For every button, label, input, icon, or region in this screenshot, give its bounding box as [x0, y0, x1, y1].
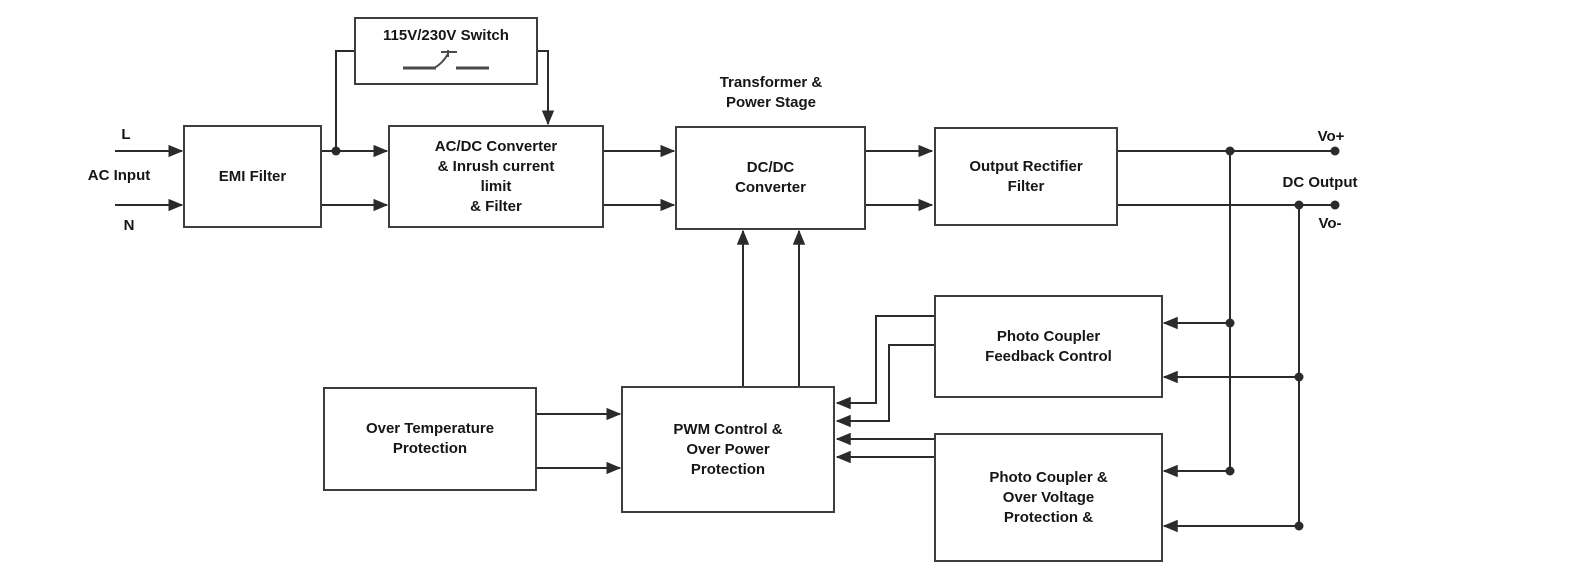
connector-pcfc-pwm-2: [835, 344, 934, 428]
block-label: AC/DC Converter & Inrush current limit &…: [434, 137, 558, 215]
label-vo-plus: Vo+: [1317, 128, 1345, 145]
block-115v-230v-switch: 115V/230V Switch: [354, 17, 538, 85]
block-label: DC/DC Converter: [735, 159, 806, 196]
label-dc-output: DC Output: [1282, 174, 1358, 191]
block-label: EMI Filter: [218, 167, 287, 185]
block-label: Photo Coupler & Over Voltage Protection …: [989, 468, 1108, 526]
label-line-terminal: L: [121, 126, 131, 143]
junction-dot: [1294, 521, 1304, 531]
junction-dot: [1225, 318, 1235, 328]
block-pwm-control: PWM Control & Over Power Protection: [621, 386, 835, 513]
block-label: Over Temperature Protection: [365, 420, 495, 457]
label-vo-minus: Vo-: [1318, 215, 1342, 232]
junction-dot: [1294, 200, 1304, 210]
block-label: Photo Coupler Feedback Control: [985, 327, 1112, 365]
block-over-temperature-protection: Over Temperature Protection: [323, 387, 537, 491]
block-label: PWM Control & Over Power Protection: [673, 420, 783, 478]
block-label: Output Rectifier Filter: [969, 157, 1083, 195]
junction-dot: [1225, 466, 1235, 476]
block-label: 115V/230V Switch: [383, 27, 509, 44]
junction-dot: [331, 146, 341, 156]
label-neutral-terminal: N: [123, 217, 135, 234]
block-emi-filter: EMI Filter: [183, 125, 322, 228]
block-acdc-converter: AC/DC Converter & Inrush current limit &…: [388, 125, 604, 228]
junction-dot: [1294, 372, 1304, 382]
label-ac-input: AC Input: [87, 167, 151, 184]
block-photo-coupler-ovp: Photo Coupler & Over Voltage Protection …: [934, 433, 1163, 562]
block-dcdc-converter: DC/DC Converter: [675, 126, 866, 230]
terminal-dot-vo-plus: [1330, 146, 1340, 156]
terminal-dot-vo-minus: [1330, 200, 1340, 210]
junction-dot: [1225, 146, 1235, 156]
connector-pcfc-pwm-1: [835, 315, 934, 410]
connector-switch-tap: [335, 50, 354, 151]
block-output-rectifier-filter: Output Rectifier Filter: [934, 127, 1118, 226]
caption-transformer-power-stage: Transformer & Power Stage: [719, 74, 823, 111]
connector-switch-acdc: [537, 50, 555, 126]
block-photo-coupler-feedback: Photo Coupler Feedback Control: [934, 295, 1163, 398]
spst-switch-icon: [403, 50, 489, 70]
